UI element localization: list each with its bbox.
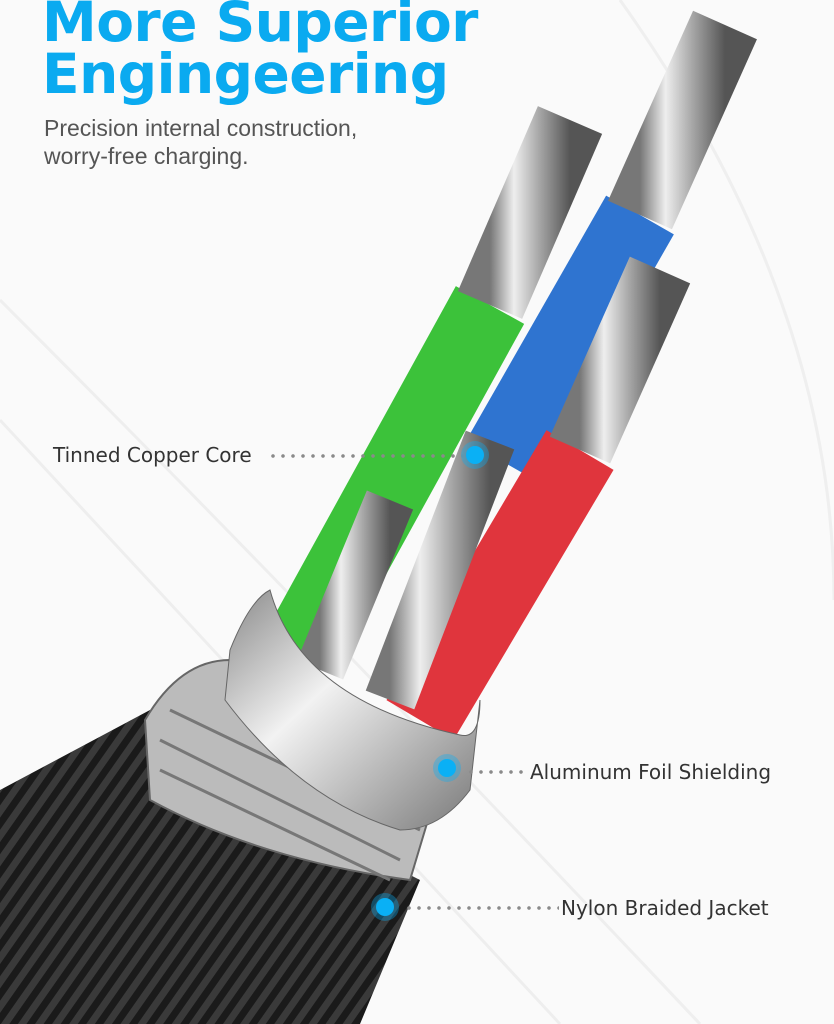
callout-marker-icon [376, 898, 394, 916]
callout-dots [466, 770, 528, 774]
copper-core-strands [296, 430, 515, 710]
blue-wire [466, 10, 757, 480]
callout-nylon-braided-jacket: Nylon Braided Jacket [561, 896, 769, 920]
headline-line-2: Engingeering [42, 42, 449, 106]
subtitle: Precision internal construction,worry-fr… [44, 114, 357, 170]
headline-line-1: More Superior [42, 0, 478, 54]
callout-tinned-copper-core: Tinned Copper Core [53, 443, 252, 467]
callout-marker-icon [438, 759, 456, 777]
callout-dots [268, 454, 468, 458]
nylon-jacket [0, 710, 420, 1024]
red-wire [386, 256, 691, 740]
subtitle-line-1: Precision internal construction, [44, 115, 358, 141]
callout-aluminum-foil-shielding: Aluminum Foil Shielding [530, 760, 772, 784]
callout-dots [404, 906, 559, 910]
callout-marker-icon [466, 446, 484, 464]
subtitle-line-2: worry-free charging. [44, 143, 249, 169]
aluminum-foil [224, 589, 481, 831]
